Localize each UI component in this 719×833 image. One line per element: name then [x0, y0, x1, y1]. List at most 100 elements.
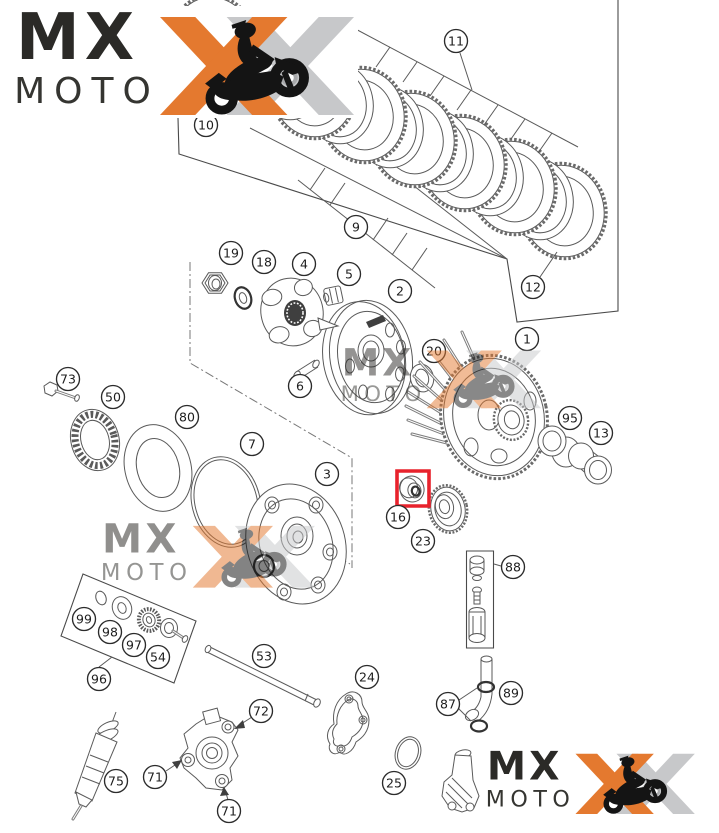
- callout-24[interactable]: 24: [356, 666, 379, 689]
- svg-text:53: 53: [256, 648, 272, 663]
- svg-text:7: 7: [248, 436, 256, 451]
- svg-text:3: 3: [323, 466, 331, 481]
- callout-71[interactable]: 71: [144, 766, 167, 789]
- bottom-housing-art: [442, 748, 479, 812]
- svg-text:96: 96: [91, 671, 107, 686]
- svg-text:73: 73: [60, 371, 76, 386]
- svg-text:9: 9: [352, 219, 360, 234]
- svg-text:18: 18: [256, 254, 272, 269]
- part-23-gear: [424, 482, 471, 537]
- svg-text:6: 6: [296, 378, 304, 393]
- part-18-washer: [232, 285, 254, 311]
- bracket-ticks: [310, 47, 557, 277]
- svg-text:23: 23: [415, 533, 431, 548]
- svg-text:99: 99: [76, 611, 92, 626]
- part-13-bushing: [569, 443, 612, 484]
- part-87-89-oil-elbow: [458, 656, 494, 732]
- callout-3[interactable]: 3: [316, 463, 339, 486]
- svg-text:89: 89: [503, 685, 519, 700]
- part-75-syringe: [73, 712, 120, 819]
- bracket-line-11: [348, 25, 578, 147]
- part-54-screw: [161, 619, 189, 644]
- callout-95[interactable]: 95: [559, 407, 582, 430]
- callout-54[interactable]: 54: [147, 646, 170, 669]
- svg-text:95: 95: [562, 410, 578, 425]
- callout-9[interactable]: 9: [345, 216, 368, 239]
- part-50-needle-bearing: [64, 404, 126, 476]
- callout-12[interactable]: 12: [522, 276, 545, 299]
- callout-18[interactable]: 18: [253, 251, 276, 274]
- svg-text:87: 87: [440, 696, 456, 711]
- callout-13[interactable]: 13: [590, 422, 613, 445]
- part-25-oring: [391, 733, 425, 772]
- callout-75[interactable]: 75: [105, 770, 128, 793]
- svg-text:11: 11: [448, 33, 464, 48]
- logo-x-rider-icon: [575, 752, 696, 816]
- callout-98[interactable]: 98: [99, 621, 122, 644]
- part-2-outer-plate: [314, 294, 421, 422]
- part-73-bolt: [44, 382, 80, 402]
- logo-mx-text: MX: [16, 1, 140, 75]
- svg-text:71: 71: [221, 803, 237, 818]
- logo-moto-text: MOTO: [14, 71, 160, 112]
- callout-5[interactable]: 5: [338, 263, 361, 286]
- svg-text:16: 16: [390, 509, 406, 524]
- watermark-x-rider-icon: [427, 349, 543, 410]
- svg-text:12: 12: [525, 279, 541, 294]
- svg-text:80: 80: [179, 409, 195, 424]
- svg-text:4: 4: [300, 256, 308, 271]
- svg-text:88: 88: [505, 559, 521, 574]
- callout-2[interactable]: 2: [389, 280, 412, 303]
- part-71-72-slave-cylinder: [166, 708, 252, 800]
- callout-97[interactable]: 97: [123, 634, 146, 657]
- part-19-nut: [202, 273, 228, 293]
- svg-text:2: 2: [396, 283, 404, 298]
- callout-50[interactable]: 50: [102, 386, 125, 409]
- bracket-line-9: [298, 180, 435, 288]
- mxmoto-logo-top: MX MOTO: [8, 1, 358, 118]
- mxmoto-watermark-middle: MX MOTO: [337, 341, 544, 410]
- callout-53[interactable]: 53: [253, 645, 276, 668]
- callout-99[interactable]: 99: [73, 608, 96, 631]
- callout-88[interactable]: 88: [502, 556, 525, 579]
- part-16-collar: [397, 473, 427, 504]
- part-80-shim: [115, 417, 202, 519]
- callout-4[interactable]: 4: [293, 253, 316, 276]
- callout-73[interactable]: 73: [57, 368, 80, 391]
- part-88-valve-kit: [467, 551, 502, 648]
- repair-kit-96: [61, 574, 196, 683]
- callout-23[interactable]: 23: [412, 530, 435, 553]
- svg-text:13: 13: [593, 425, 609, 440]
- svg-text:54: 54: [150, 649, 166, 664]
- callout-11[interactable]: 11: [445, 30, 468, 53]
- callout-layer: 1011912191845262019513735080731623889998…: [57, 30, 613, 823]
- callout-19[interactable]: 19: [220, 242, 243, 265]
- svg-text:1: 1: [523, 331, 531, 346]
- part-4-inner-hub: [254, 272, 338, 353]
- callout-71[interactable]: 71: [218, 800, 241, 823]
- part-24-gasket: [327, 692, 369, 754]
- callout-72[interactable]: 72: [250, 700, 273, 723]
- callout-6[interactable]: 6: [289, 375, 312, 398]
- svg-text:19: 19: [223, 245, 239, 260]
- callout-87[interactable]: 87: [437, 693, 460, 716]
- svg-text:25: 25: [386, 775, 402, 790]
- svg-text:71: 71: [147, 769, 163, 784]
- callout-96[interactable]: 96: [88, 668, 111, 691]
- logo-x-rider-icon: [160, 14, 356, 118]
- watermark-x-rider-icon: [193, 524, 316, 590]
- part-53-pushrod: [204, 644, 322, 708]
- callout-80[interactable]: 80: [176, 406, 199, 429]
- callout-25[interactable]: 25: [383, 772, 406, 795]
- svg-text:24: 24: [359, 669, 375, 684]
- svg-text:5: 5: [345, 266, 353, 281]
- callout-16[interactable]: 16: [387, 506, 410, 529]
- callout-7[interactable]: 7: [241, 433, 264, 456]
- highlighted-part-box[interactable]: [397, 471, 429, 506]
- callout-89[interactable]: 89: [500, 682, 523, 705]
- svg-text:72: 72: [253, 703, 269, 718]
- mxmoto-logo-bottom: MX MOTO: [482, 744, 697, 816]
- svg-text:97: 97: [126, 637, 142, 652]
